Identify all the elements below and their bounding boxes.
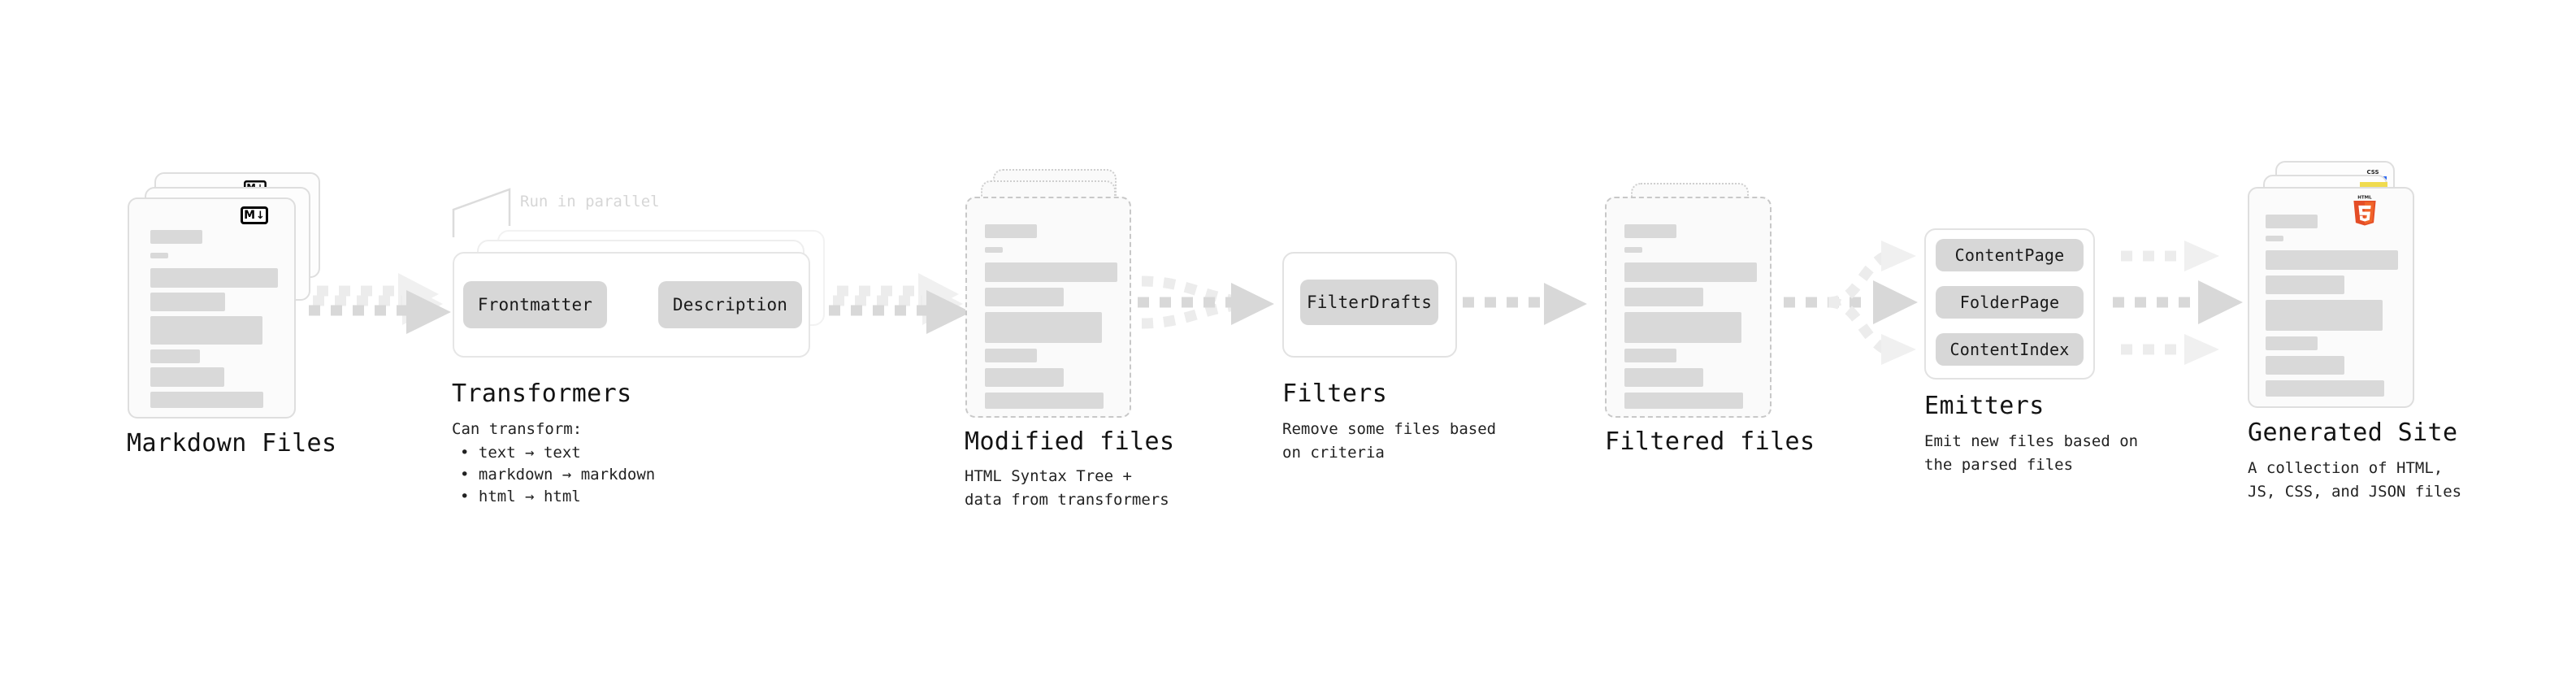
emitter-chip-contentpage[interactable]: ContentPage [1936,239,2084,271]
arrow-transformers-to-modified [829,273,971,334]
transformer-chip-description[interactable]: Description [658,281,802,328]
markdown-icon-letter: M [244,209,256,222]
doc-line [985,262,1117,282]
filters-desc: Remove some files based on criteria [1282,420,1497,462]
transformers-bullet-1: • text → text [460,444,581,462]
stage-title-emitters: Emitters [1924,392,2045,420]
doc-line [1624,288,1703,306]
transformers-bullet-2: • markdown → markdown [460,466,656,484]
emitters-desc: Emit new files based on the parsed files [1924,432,2139,474]
doc-line [150,230,202,244]
modified-doc-front [965,197,1131,418]
modified-files-desc: HTML Syntax Tree + data from transformer… [965,467,1169,509]
transformer-chip-frontmatter[interactable]: Frontmatter [463,281,607,328]
doc-line [2266,380,2384,397]
html5-icon: HTML [2351,193,2379,226]
stage-generated-site: CSS HTML [0,0,2461,681]
doc-line [150,268,278,288]
filter-chip-filterdrafts[interactable]: FilterDrafts [1300,280,1438,325]
doc-line [985,288,1064,306]
transformers-bullet-3: • html → html [460,488,581,505]
doc-line [150,293,225,311]
doc-line [2266,250,2398,270]
css-icon-label: CSS [2366,169,2379,176]
doc-line [150,316,262,345]
doc-line [2266,300,2383,331]
arrow-modified-to-filters [1138,275,1274,329]
arrow-filters-to-filtered [1463,283,1587,325]
doc-line [150,392,263,408]
stage-modified-files: Modified files HTML Syntax Tree + data f… [0,0,1174,681]
stage-title-filters: Filters [1282,380,1388,408]
generated-site-desc: A collection of HTML, JS, CSS, and JSON … [2248,459,2462,501]
doc-line [2266,236,2283,241]
doc-line [1624,247,1642,253]
doc-line [985,393,1104,409]
emitter-chip-contentindex[interactable]: ContentIndex [1936,333,2084,366]
markdown-doc-front [128,197,296,419]
arrow-filtered-to-emitters [1784,241,1918,365]
doc-line [150,253,168,258]
doc-line [985,349,1037,362]
emitter-chip-folderpage[interactable]: FolderPage [1936,286,2084,319]
stage-title-generated-site: Generated Site [2248,419,2458,447]
stage-markdown-files: M↓ M↓ M↓ Markdown Files [0,0,336,681]
markdown-icon: M↓ [241,206,268,224]
doc-line [150,367,224,387]
doc-line [1624,312,1741,343]
stage-emitters: ContentPage FolderPage ContentIndex Emit… [0,0,2138,681]
doc-line [1624,393,1743,409]
doc-line [1624,224,1676,238]
stage-title-markdown-files: Markdown Files [127,429,337,458]
stage-transformers: Run in parallel Frontmatter Description … [0,0,825,681]
doc-line [985,247,1003,253]
stage-title-transformers: Transformers [452,380,632,408]
stage-filtered-files: Filtered files [0,0,1815,681]
arrow-emitters-to-site [2113,241,2243,365]
doc-line [985,368,1064,387]
doc-line [2266,215,2318,228]
html5-icon-label: HTML [2357,195,2372,200]
transformers-desc: Can transform: [452,420,583,438]
stage-filters: FilterDrafts Filters Remove some files b… [0,0,1496,681]
doc-line [1624,262,1757,282]
doc-line [2266,356,2344,375]
doc-line [1624,368,1703,387]
doc-line [1624,349,1676,362]
markdown-icon-arrow: ↓ [256,209,265,222]
stage-title-modified-files: Modified files [965,427,1175,456]
doc-line [2266,275,2344,294]
doc-line [150,349,200,363]
run-in-parallel-label: Run in parallel [520,193,660,210]
stage-title-filtered-files: Filtered files [1605,427,1815,456]
filtered-doc-front [1605,197,1772,418]
doc-line [985,224,1037,238]
html5-icon-svg: HTML [2353,195,2376,226]
generated-doc-front [2248,187,2414,408]
doc-line [985,312,1102,343]
doc-line [2266,336,2318,350]
